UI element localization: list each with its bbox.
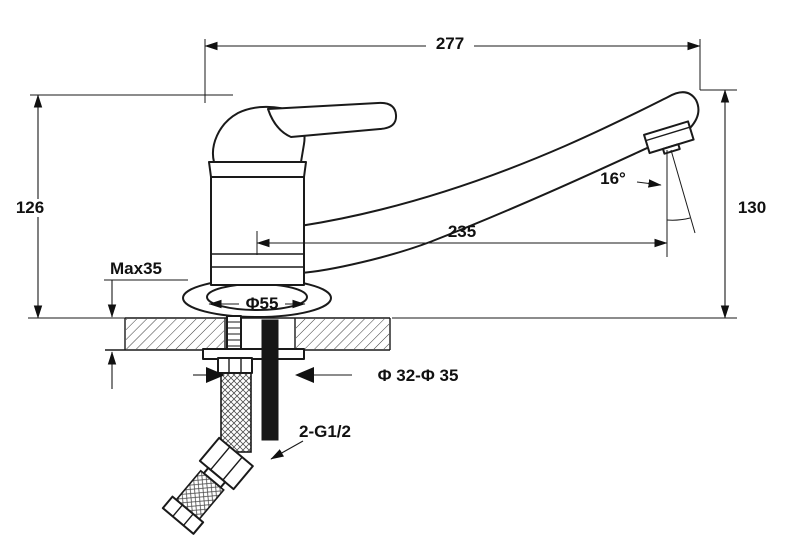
countertop-hatch-right (296, 319, 389, 349)
end-fitting-facet (182, 513, 194, 526)
thread-leader (270, 440, 304, 460)
threaded-stud (226, 315, 242, 351)
angle-slant-line (670, 149, 696, 234)
faucet (182, 91, 700, 318)
union-nut-facet (210, 446, 231, 471)
dim-hole-dia-label: Φ 32-Φ 35 (378, 366, 459, 385)
dim-reach-label: 235 (448, 222, 476, 241)
countertop-hatch-left (126, 319, 224, 349)
dim-thread-label: 2-G1/2 (299, 422, 351, 441)
dim-height-left-label: 126 (16, 198, 44, 217)
mounting-washer (202, 348, 305, 360)
body-collar (208, 161, 307, 178)
dim-overall-width-label: 277 (436, 34, 464, 53)
angle-arc (666, 217, 691, 221)
end-fitting-facet (172, 504, 183, 517)
dim-height-right-label: 130 (738, 198, 766, 217)
dim-text-mask (12, 199, 48, 217)
countertop-section (105, 317, 391, 351)
stud-threads (227, 321, 241, 347)
angle-leader (636, 179, 662, 188)
dim-base-dia-label: Φ55 (246, 294, 279, 313)
supply-pipe (261, 319, 279, 441)
dimension-layer: 277 126 130 235 16° Max35 Φ55 Φ 32-Φ 35 … (12, 33, 766, 460)
handle-lever (267, 101, 398, 138)
hose-lower-section (161, 436, 254, 535)
hose-nut (217, 357, 253, 374)
under-counter-assembly (161, 315, 305, 535)
end-fitting (161, 495, 205, 535)
braided-hose (220, 372, 252, 453)
hole-dia-arrow-right (295, 367, 314, 383)
dim-text-mask (426, 33, 474, 52)
dim-angle-label: 16° (600, 169, 626, 188)
dim-max-thickness-label: Max35 (110, 259, 162, 278)
union-nut-facet (222, 456, 243, 481)
hole-dia-arrow-left (206, 367, 225, 383)
